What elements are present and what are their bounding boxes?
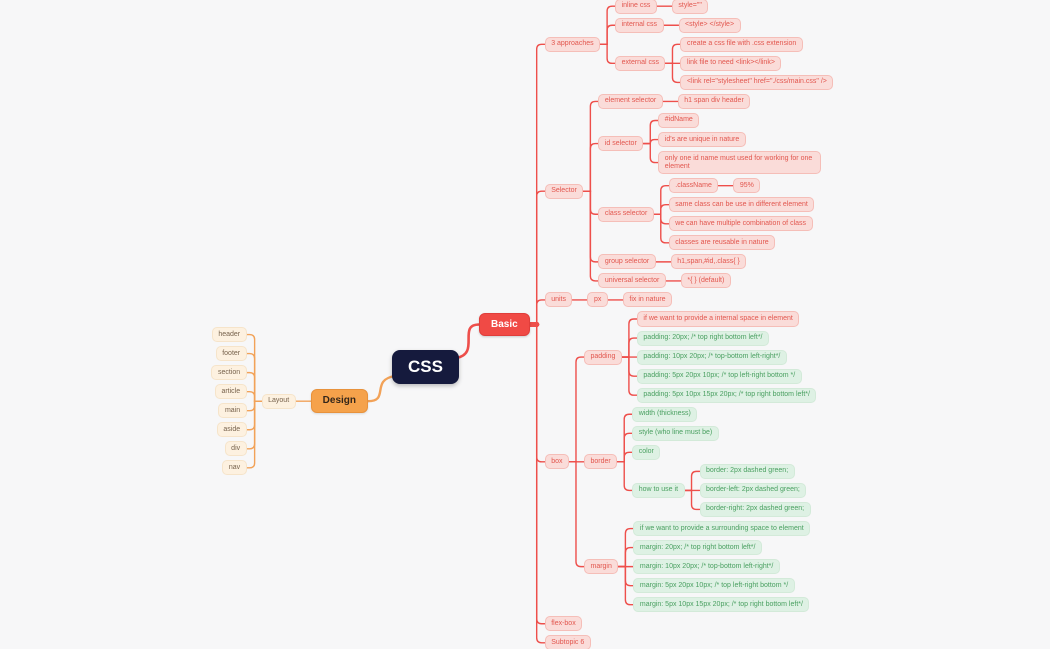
- node-padding[interactable]: padding: [583, 349, 622, 365]
- node-section[interactable]: section: [211, 365, 247, 381]
- node-create-a-css-file-with-css-ex[interactable]: create a css file with .css extension: [680, 36, 803, 52]
- node-nav[interactable]: nav: [222, 460, 247, 476]
- node-fix-in-nature[interactable]: fix in nature: [622, 292, 673, 308]
- node-only-one-id-name-must-used-fo[interactable]: only one id name must used for working f…: [658, 151, 822, 175]
- node-internal-css[interactable]: internal css: [615, 17, 664, 33]
- node-units[interactable]: units: [544, 292, 573, 308]
- node-classname[interactable]: .className: [668, 178, 719, 194]
- node-margin[interactable]: margin: [583, 559, 619, 575]
- design-branch: Design Layout header footer section article ma…: [211, 327, 368, 476]
- node-flex-box[interactable]: flex-box: [544, 616, 583, 632]
- basic-branch-node[interactable]: Basic: [479, 312, 530, 337]
- node-div[interactable]: div: [224, 441, 247, 457]
- node-header[interactable]: header: [211, 327, 247, 343]
- node-universal-selector[interactable]: universal selector: [598, 273, 666, 289]
- node-style-style[interactable]: <style> </style>: [678, 17, 741, 33]
- node-padding-10px-20px-top-bottom-[interactable]: padding: 10px 20px; /* top-bottom left-r…: [636, 349, 787, 365]
- node-margin-10px-20px-top-bottom-l[interactable]: margin: 10px 20px; /* top-bottom left-ri…: [633, 559, 780, 575]
- node-margin-5px-20px-10px-top-left[interactable]: margin: 5px 20px 10px; /* top left-right…: [633, 578, 795, 594]
- node-box[interactable]: box: [544, 454, 569, 470]
- node-external-css[interactable]: external css: [615, 55, 666, 71]
- node-style-who-line-must-be[interactable]: style (who line must be): [632, 425, 719, 441]
- node-id-s-are-unique-in-nature[interactable]: id's are unique in nature: [658, 132, 746, 148]
- node-link-file-to-need-link-link[interactable]: link file to need <link></link>: [680, 55, 782, 71]
- node-h1-span-id-class[interactable]: h1,span,#id,.class{ }: [670, 254, 747, 270]
- node-id-selector[interactable]: id selector: [598, 136, 644, 152]
- node-border[interactable]: border: [583, 454, 618, 470]
- central-topic-css[interactable]: CSS: [392, 350, 459, 384]
- node-selector[interactable]: Selector: [544, 183, 584, 199]
- node-border-right-2px-dashed-green[interactable]: border-right: 2px dashed green;: [699, 501, 811, 517]
- node-padding-20px-top-right-bottom[interactable]: padding: 20px; /* top right bottom left*…: [636, 330, 769, 346]
- node-footer[interactable]: footer: [215, 346, 247, 362]
- node-layout[interactable]: Layout: [261, 393, 296, 409]
- node-idname[interactable]: #idName: [658, 112, 700, 129]
- node-h1-span-div-header[interactable]: h1 span div header: [677, 93, 751, 109]
- node-color[interactable]: color: [632, 444, 661, 460]
- node-95[interactable]: 95%: [733, 178, 761, 194]
- node-classes-are-reusable-in-natur[interactable]: classes are reusable in nature: [668, 235, 776, 251]
- node-style[interactable]: style="": [671, 0, 709, 14]
- node-border-2px-dashed-green[interactable]: border: 2px dashed green;: [699, 463, 795, 479]
- node-class-selector[interactable]: class selector: [598, 206, 654, 222]
- node-article[interactable]: article: [214, 384, 247, 400]
- node-margin-20px-top-right-bottom-[interactable]: margin: 20px; /* top right bottom left*/: [633, 540, 762, 556]
- node-margin-5px-10px-15px-20px-top[interactable]: margin: 5px 10px 15px 20px; /* top right…: [633, 597, 810, 613]
- node-if-we-want-to-provide-a-surro[interactable]: if we want to provide a surrounding spac…: [633, 521, 811, 537]
- node-px[interactable]: px: [587, 292, 608, 308]
- design-branch-node[interactable]: Design: [310, 389, 368, 413]
- node-aside[interactable]: aside: [216, 422, 247, 438]
- node-we-can-have-multiple-combinat[interactable]: we can have multiple combination of clas…: [668, 216, 813, 232]
- node-default[interactable]: *{ } (default): [680, 273, 731, 289]
- basic-branch: Basic 3 approaches inline css style="" inter…: [479, 0, 834, 649]
- node-border-left-2px-dashed-green[interactable]: border-left: 2px dashed green;: [699, 482, 807, 498]
- node-padding-5px-20px-10px-top-lef[interactable]: padding: 5px 20px 10px; /* top left-righ…: [636, 368, 802, 384]
- node-same-class-can-be-use-in-diff[interactable]: same class can be use in different eleme…: [668, 197, 815, 213]
- node-width-thickness[interactable]: width (thickness): [632, 406, 698, 422]
- node-padding-5px-10px-15px-20px-to[interactable]: padding: 5px 10px 15px 20px; /* top righ…: [636, 387, 817, 403]
- node-3-approaches[interactable]: 3 approaches: [544, 36, 601, 52]
- node-element-selector[interactable]: element selector: [598, 93, 663, 109]
- node-how-to-use-it[interactable]: how to use it: [632, 482, 685, 498]
- node-subtopic-6[interactable]: Subtopic 6: [544, 635, 591, 649]
- node-main[interactable]: main: [218, 403, 247, 419]
- node-group-selector[interactable]: group selector: [598, 254, 656, 270]
- node-link-rel-stylesheet-href-css-[interactable]: <link rel="stylesheet" href="./css/main.…: [680, 74, 834, 90]
- node-inline-css[interactable]: inline css: [615, 0, 657, 14]
- node-if-we-want-to-provide-a-inter[interactable]: if we want to provide a internal space i…: [636, 311, 800, 327]
